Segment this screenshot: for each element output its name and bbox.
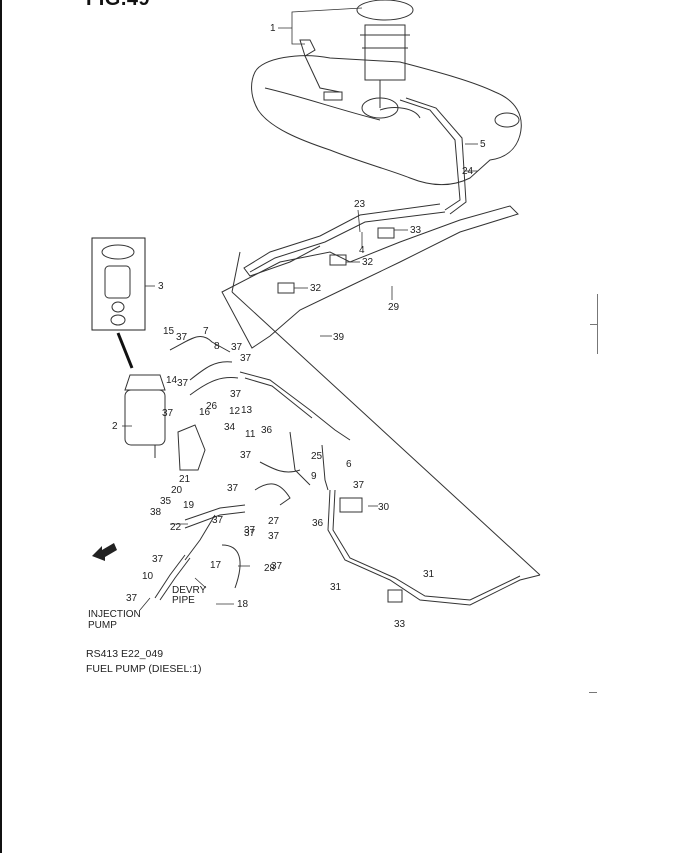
pipe-protector-29 bbox=[221, 205, 519, 349]
clamp-33-bottom bbox=[387, 589, 403, 603]
callout-5: 5 bbox=[480, 139, 486, 150]
callout-37: 37 bbox=[152, 554, 164, 565]
callout-22: 22 bbox=[170, 522, 182, 533]
fuel-tank bbox=[251, 55, 522, 186]
pipe-10 bbox=[154, 554, 186, 599]
callout-39: 39 bbox=[333, 332, 345, 343]
callout-31: 31 bbox=[423, 569, 435, 580]
callout-23: 23 bbox=[354, 199, 366, 210]
callout-3: 3 bbox=[158, 281, 164, 292]
fuel-pipe-23 bbox=[243, 203, 441, 277]
callout-37: 37 bbox=[240, 450, 252, 461]
callout-6: 6 bbox=[346, 459, 352, 470]
callout-36: 36 bbox=[261, 425, 273, 436]
bracket-19 bbox=[177, 424, 206, 471]
injection-pump-arrow-icon bbox=[139, 597, 151, 611]
leader-lines bbox=[122, 7, 478, 605]
callout-37: 37 bbox=[244, 525, 256, 536]
callout-9: 9 bbox=[311, 471, 317, 482]
callout-1: 1 bbox=[270, 23, 276, 34]
callout-38: 38 bbox=[150, 507, 162, 518]
callout-29: 29 bbox=[388, 302, 400, 313]
injection-pump-label-1: INJECTION bbox=[88, 609, 141, 620]
callout-10: 10 bbox=[142, 571, 154, 582]
callout-21: 21 bbox=[179, 474, 191, 485]
callout-19: 19 bbox=[183, 500, 195, 511]
figure-caption: FUEL PUMP (DIESEL:1) bbox=[86, 663, 202, 675]
margin-mark-dash bbox=[589, 692, 597, 693]
pipe-bundle-11 bbox=[239, 371, 351, 441]
margin-mark-vertical bbox=[597, 294, 598, 354]
callout-14: 14 bbox=[166, 375, 178, 386]
callout-37: 37 bbox=[240, 353, 252, 364]
callout-16: 16 bbox=[199, 407, 211, 418]
figure-title: FIG.49 bbox=[86, 0, 150, 11]
callout-12: 12 bbox=[229, 406, 241, 417]
devry-pipe-label-1: DEVRY bbox=[172, 585, 207, 596]
callout-37: 37 bbox=[230, 389, 242, 400]
callout-18: 18 bbox=[237, 599, 249, 610]
clamp-33-top bbox=[377, 227, 395, 239]
fuel-pump-module bbox=[356, 0, 414, 108]
callout-37: 37 bbox=[162, 408, 174, 419]
devry-pipe-label-2: PIPE bbox=[172, 595, 195, 606]
clamp-32-lower bbox=[277, 282, 295, 294]
fwd-arrow-icon bbox=[92, 543, 117, 561]
callout-30: 30 bbox=[378, 502, 390, 513]
callout-33: 33 bbox=[394, 619, 406, 630]
callout-15: 15 bbox=[163, 326, 175, 337]
hose-28 bbox=[221, 544, 241, 589]
hose-8 bbox=[189, 361, 233, 381]
callout-33: 33 bbox=[410, 225, 422, 236]
callout-37: 37 bbox=[212, 515, 224, 526]
page-left-border bbox=[0, 0, 2, 853]
callout-7: 7 bbox=[203, 326, 209, 337]
callout-31: 31 bbox=[330, 582, 342, 593]
hose-9 bbox=[259, 461, 301, 473]
hose-7 bbox=[169, 336, 231, 353]
hose-6 bbox=[321, 444, 329, 491]
figure-code: RS413 E22_049 bbox=[86, 648, 164, 660]
callout-13: 13 bbox=[241, 405, 253, 416]
margin-mark-tick bbox=[590, 324, 597, 325]
callout-25: 25 bbox=[311, 451, 323, 462]
callout-37: 37 bbox=[268, 531, 280, 542]
injection-pump-label-2: PUMP bbox=[88, 620, 117, 631]
fuel-filter-element-box bbox=[91, 237, 146, 331]
callout-20: 20 bbox=[171, 485, 183, 496]
callout-37: 37 bbox=[126, 593, 138, 604]
callout-37: 37 bbox=[177, 378, 189, 389]
callout-27: 27 bbox=[268, 516, 280, 527]
devry-pipe-arrow-icon bbox=[194, 577, 207, 589]
pipe-22 bbox=[184, 504, 246, 521]
fuel-filter-housing bbox=[124, 374, 166, 458]
hose-26 bbox=[189, 377, 239, 396]
callout-2: 2 bbox=[112, 421, 118, 432]
callout-24: 24 bbox=[462, 166, 474, 177]
callout-11: 11 bbox=[245, 429, 256, 440]
callout-28: 28 bbox=[264, 563, 276, 574]
callout-37: 37 bbox=[227, 483, 239, 494]
callout-37: 37 bbox=[231, 342, 243, 353]
callout-17: 17 bbox=[210, 560, 222, 571]
callout-37: 37 bbox=[353, 480, 365, 491]
callout-37: 37 bbox=[271, 561, 283, 572]
clamp-30 bbox=[339, 497, 363, 513]
callout-4: 4 bbox=[359, 245, 365, 256]
callout-32: 32 bbox=[310, 283, 322, 294]
clamp-32-upper bbox=[329, 254, 347, 266]
callout-26: 26 bbox=[206, 401, 218, 412]
callout-35: 35 bbox=[160, 496, 172, 507]
callout-32: 32 bbox=[362, 257, 374, 268]
callout-36: 36 bbox=[312, 518, 324, 529]
callout-8: 8 bbox=[214, 341, 220, 352]
fuel-pipe-4 bbox=[249, 211, 446, 273]
hose-25 bbox=[289, 431, 311, 486]
callout-37: 37 bbox=[244, 528, 256, 539]
hose-27 bbox=[254, 483, 291, 506]
callout-34: 34 bbox=[224, 422, 236, 433]
callout-37: 37 bbox=[176, 332, 188, 343]
